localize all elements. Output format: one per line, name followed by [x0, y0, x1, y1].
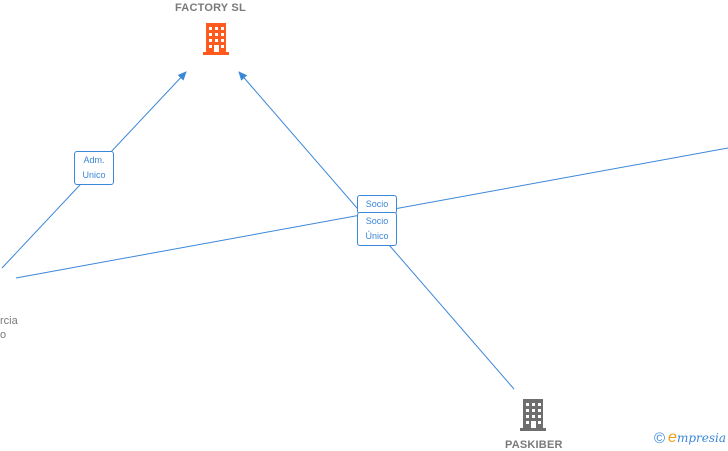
person-left-name[interactable]: rcia o — [0, 314, 18, 342]
empresia-watermark: ©empresia — [654, 429, 726, 447]
role-badge-adm-unico: Adm. Unico — [74, 151, 114, 185]
building-icon[interactable] — [517, 398, 549, 432]
role-badge-line: Socio — [365, 199, 389, 209]
company-top-name[interactable]: FACTORY SL — [175, 2, 246, 14]
person-left-name-line1: rcia — [0, 315, 18, 327]
building-icon[interactable] — [200, 22, 232, 56]
brand-name: mpresia — [676, 431, 726, 445]
copyright-icon: © — [653, 430, 666, 447]
role-badge-line: Único — [365, 231, 389, 241]
brand-initial: e — [668, 429, 677, 446]
person-left-name-line2: o — [0, 329, 7, 341]
role-badge-line: Socio — [365, 216, 389, 226]
role-badge-line: Adm. — [83, 155, 105, 165]
company-bottom-name[interactable]: PASKIBER — [505, 439, 563, 451]
role-badge-line: Unico — [82, 170, 106, 180]
role-badge-socio-unico: Socio Único — [357, 212, 397, 246]
